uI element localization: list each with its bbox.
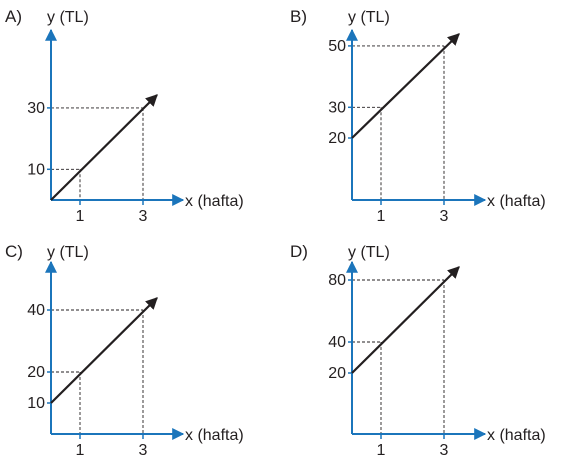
panel-letter: C) xyxy=(5,242,23,261)
y-axis-label: y (TL) xyxy=(47,244,89,261)
chart-panels: A) y (TL) x (hafta) 1 3 10 30 B) y (TL) x (hafta)… xyxy=(5,7,546,457)
x-axis-label: x (hafta) xyxy=(185,427,244,444)
y-tick-label: 50 xyxy=(328,38,346,55)
y-tick-label: 40 xyxy=(27,302,45,319)
y-tick-label: 20 xyxy=(328,365,346,382)
chart-panel-3: C) y (TL) x (hafta) 1 3 10 20 40 xyxy=(5,242,244,457)
chart-panel-4: D) y (TL) x (hafta) 1 3 20 40 80 xyxy=(290,242,546,457)
y-axis-label: y (TL) xyxy=(47,9,89,26)
x-tick-label: 3 xyxy=(440,442,449,457)
x-tick-label: 1 xyxy=(76,208,85,225)
data-line xyxy=(351,33,460,139)
data-line xyxy=(351,266,460,374)
y-tick-label: 30 xyxy=(27,100,45,117)
panel-letter: A) xyxy=(5,7,22,26)
data-line xyxy=(50,297,158,404)
x-axis-label: x (hafta) xyxy=(185,193,244,210)
x-tick-label: 1 xyxy=(377,208,386,225)
x-tick-label: 3 xyxy=(139,442,148,457)
y-axis-label: y (TL) xyxy=(348,9,390,26)
y-tick-label: 10 xyxy=(27,395,45,412)
y-tick-label: 30 xyxy=(328,99,346,116)
y-axis-label: y (TL) xyxy=(348,244,390,261)
x-tick-label: 3 xyxy=(139,208,148,225)
chart-panel-2: B) y (TL) x (hafta) 1 3 20 30 50 xyxy=(290,7,546,225)
x-axis-label: x (hafta) xyxy=(487,193,546,210)
x-tick-label: 1 xyxy=(377,442,386,457)
y-tick-label: 10 xyxy=(27,161,45,178)
panel-letter: D) xyxy=(290,242,308,261)
x-axis-label: x (hafta) xyxy=(487,427,546,444)
panel-letter: B) xyxy=(290,7,307,26)
x-tick-label: 1 xyxy=(76,442,85,457)
data-line xyxy=(50,94,158,201)
y-tick-label: 20 xyxy=(328,130,346,147)
y-tick-label: 20 xyxy=(27,364,45,381)
y-tick-label: 80 xyxy=(328,272,346,289)
y-tick-label: 40 xyxy=(328,334,346,351)
x-tick-label: 3 xyxy=(440,208,449,225)
chart-panel-1: A) y (TL) x (hafta) 1 3 10 30 xyxy=(5,7,244,225)
